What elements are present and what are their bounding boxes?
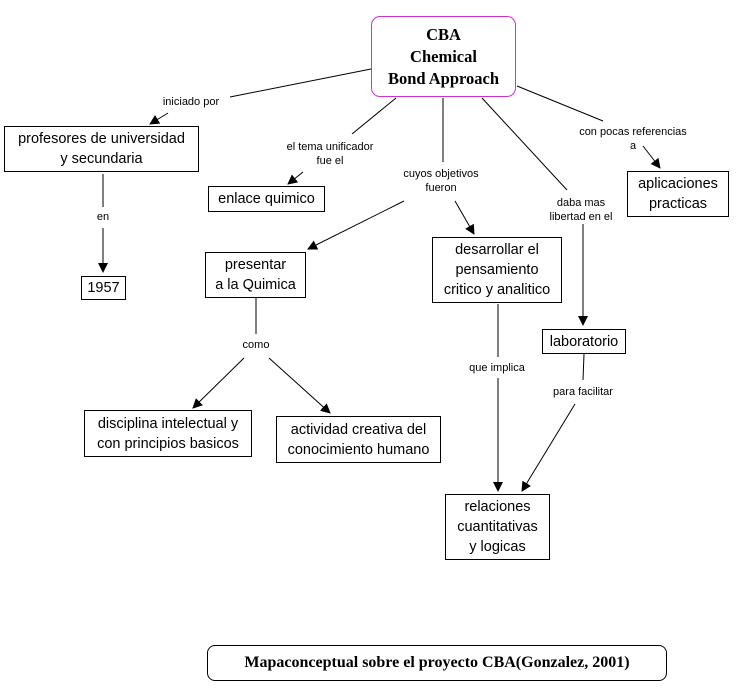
link-label-pocas-referencias: con pocas referencias a <box>579 126 687 152</box>
concept-root-cba[interactable]: CBA Chemical Bond Approach <box>371 16 516 97</box>
connector-iniciado-profesores <box>149 112 169 125</box>
concept-actividad-label: actividad creativa del conocimiento huma… <box>287 421 430 458</box>
concept-enlace-label: enlace quimico <box>218 191 315 207</box>
link-label-iniciado-por: iniciado por <box>162 96 220 108</box>
connector-facilitar-relaciones <box>521 403 576 492</box>
concept-laboratorio[interactable]: laboratorio <box>542 329 626 354</box>
concept-desarrollar[interactable]: desarrollar el pensamiento critico y ana… <box>432 237 562 303</box>
link-label-en: en <box>96 211 110 223</box>
caption-box: Mapaconceptual sobre el proyecto CBA(Gon… <box>207 645 667 681</box>
connector-objetivos-desarrollar <box>454 200 475 235</box>
concept-desarrollar-label: desarrollar el pensamiento critico y ana… <box>443 242 551 298</box>
concept-profesores[interactable]: profesores de universidad y secundaria <box>4 126 199 172</box>
concept-year[interactable]: 1957 <box>81 276 126 300</box>
link-label-cuyos-objetivos: cuyos objetivos fueron <box>403 168 479 194</box>
concept-presentar-label: presentar a la Quimica <box>215 257 296 293</box>
concept-year-label: 1957 <box>87 280 120 296</box>
connector-tema-enlace <box>287 171 304 185</box>
link-label-para-facilitar: para facilitar <box>553 386 613 398</box>
concept-aplicaciones[interactable]: aplicaciones practicas <box>627 171 729 217</box>
concept-laboratorio-label: laboratorio <box>549 333 619 350</box>
connector-root-tema <box>351 97 397 135</box>
link-label-que-implica: que implica <box>469 362 525 374</box>
concept-disciplina[interactable]: disciplina intelectual y con principios … <box>84 410 252 457</box>
concept-root-label: CBA Chemical Bond Approach <box>387 24 500 88</box>
concept-actividad[interactable]: actividad creativa del conocimiento huma… <box>276 416 441 463</box>
concept-profesores-label: profesores de universidad y secundaria <box>18 131 185 167</box>
concept-enlace[interactable]: enlace quimico <box>208 186 325 212</box>
concept-presentar[interactable]: presentar a la Quimica <box>205 252 306 298</box>
caption-text: Mapaconceptual sobre el proyecto CBA(Gon… <box>244 654 630 671</box>
connector-laboratorio-facilitar <box>582 353 585 381</box>
concept-aplicaciones-label: aplicaciones practicas <box>638 176 718 212</box>
connector-root-referencias <box>516 85 604 122</box>
connector-como-disciplina <box>192 357 245 409</box>
connector-root-libertad <box>481 97 568 191</box>
link-label-daba-mas-libertad: daba mas libertad en el <box>549 197 613 223</box>
link-label-tema-unificador: el tema unificador fue el <box>286 141 374 167</box>
concept-relaciones[interactable]: relaciones cuantitativas y logicas <box>445 494 550 560</box>
concept-disciplina-label: disciplina intelectual y con principios … <box>97 415 239 452</box>
link-label-como: como <box>242 339 270 351</box>
connector-como-actividad <box>268 357 331 414</box>
connector-root-iniciado <box>229 68 372 98</box>
concept-relaciones-label: relaciones cuantitativas y logicas <box>457 499 538 555</box>
